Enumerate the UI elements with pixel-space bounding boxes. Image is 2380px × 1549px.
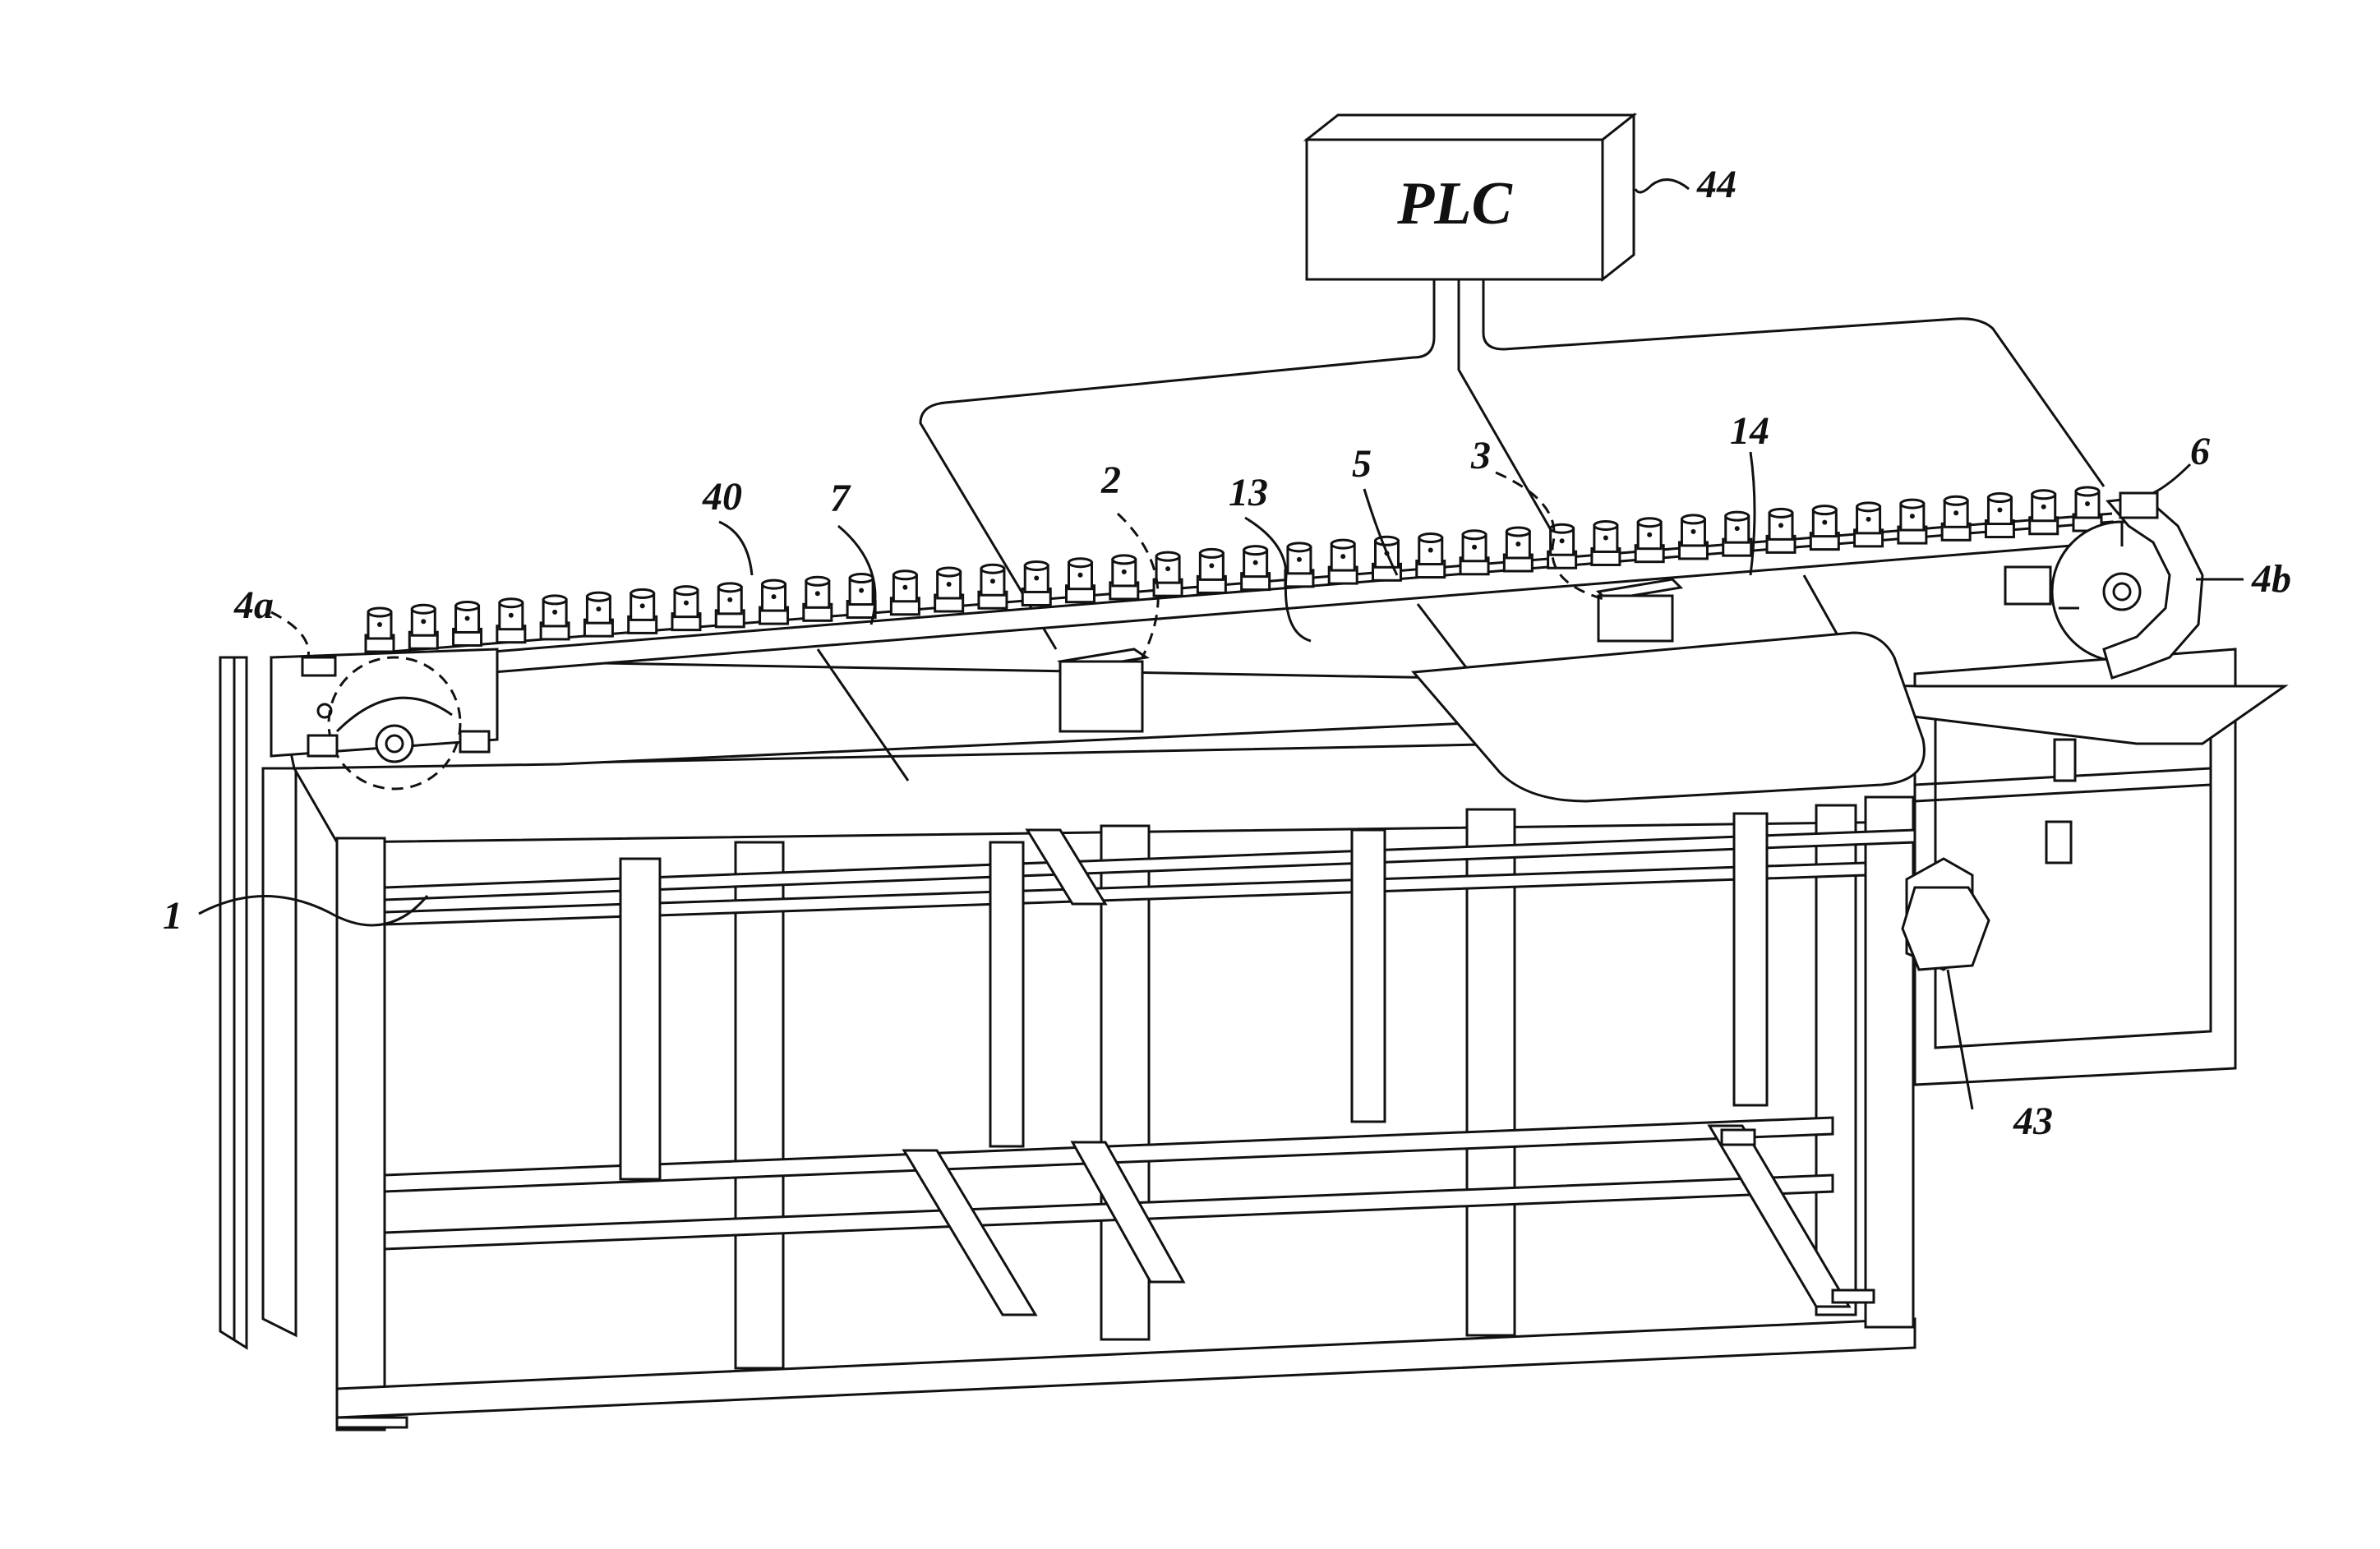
cup	[1067, 559, 1095, 602]
label-43: 43	[2013, 1100, 2053, 1143]
label-40: 40	[702, 475, 742, 519]
cup	[1197, 549, 1225, 592]
cup	[1635, 519, 1663, 562]
cup	[409, 605, 437, 648]
cup	[1855, 503, 1883, 546]
label-4a: 4a	[233, 583, 274, 627]
cup	[1898, 500, 1926, 543]
cup	[1460, 531, 1488, 574]
label-3: 3	[1470, 434, 1491, 477]
cup	[1592, 521, 1620, 565]
cup	[935, 568, 963, 611]
cup	[1723, 512, 1751, 556]
cup	[716, 583, 744, 627]
cup	[1986, 494, 2013, 537]
cup	[1242, 546, 1270, 590]
cup	[497, 599, 525, 643]
label-6: 6	[2190, 430, 2210, 473]
cup	[366, 608, 394, 652]
cup	[1504, 528, 1532, 571]
plc-box: PLC	[1307, 115, 1634, 279]
label-1: 1	[163, 894, 182, 938]
cup	[454, 602, 482, 645]
label-2: 2	[1100, 459, 1121, 502]
cup	[2030, 491, 2058, 534]
label-14: 14	[1730, 409, 1769, 453]
cup	[2073, 487, 2101, 531]
cup	[1679, 515, 1707, 559]
cup	[1767, 509, 1795, 552]
cup	[541, 596, 569, 639]
label-5: 5	[1352, 442, 1372, 486]
sensor-box-3	[1598, 579, 1681, 641]
cup	[584, 592, 612, 636]
label-44: 44	[1696, 163, 1737, 206]
cup	[672, 587, 700, 630]
cup	[1110, 556, 1138, 599]
label-4b: 4b	[2251, 557, 2291, 601]
cup	[979, 565, 1007, 608]
cup	[847, 574, 875, 618]
cup	[760, 580, 788, 624]
cup	[804, 577, 832, 620]
plc-label: PLC	[1396, 170, 1513, 237]
label-7: 7	[830, 477, 851, 520]
cup	[1810, 506, 1838, 550]
label-13: 13	[1229, 471, 1268, 514]
sensor-box-2	[1060, 649, 1146, 731]
cup	[1154, 552, 1182, 596]
cup	[1942, 496, 1970, 540]
cup	[1417, 534, 1445, 578]
cup	[891, 571, 919, 615]
cup	[1329, 540, 1357, 583]
cup	[1285, 543, 1313, 587]
cup	[1022, 561, 1050, 605]
cup	[629, 589, 657, 633]
machine-frame	[220, 649, 2235, 1430]
